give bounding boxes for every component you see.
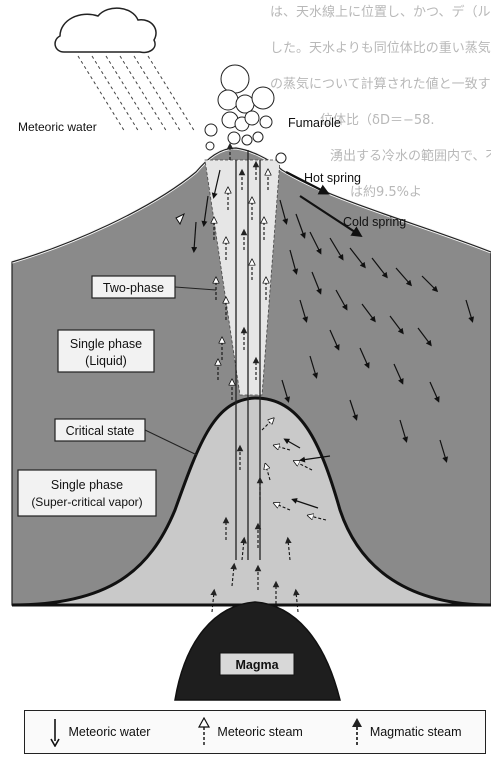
- bg-text-line: の蒸気について計算された値と一致するように: [270, 76, 491, 92]
- label-single-phase-liquid: Single phase: [70, 337, 142, 351]
- label-critical-state: Critical state: [66, 424, 135, 438]
- meteoric-water-arrow-icon: [48, 717, 62, 747]
- legend-item-meteoric-water: Meteoric water: [48, 717, 150, 747]
- label-two-phase: Two-phase: [103, 281, 164, 295]
- label-hot-spring: Hot spring: [304, 171, 361, 185]
- legend-item-magmatic-steam: Magmatic steam: [350, 717, 462, 747]
- single-phase-vapor-box: [18, 470, 156, 516]
- label-cold-spring: Cold spring: [343, 215, 406, 229]
- legend: Meteoric water Meteoric steam Magmatic s…: [24, 710, 486, 754]
- bg-text-line: した。天水よりも同位体比の重い蒸気の: [270, 40, 491, 56]
- label-liquid: (Liquid): [85, 354, 127, 368]
- label-single-phase-vapor: Single phase: [51, 478, 123, 492]
- legend-label-meteoric-water: Meteoric water: [68, 725, 150, 739]
- label-super-critical-vapor: (Super-critical vapor): [31, 495, 142, 509]
- magma-body: [175, 602, 340, 700]
- bg-text-line: は、天水線上に位置し、かつ、デ（ル）に: [270, 4, 491, 20]
- legend-label-magmatic-steam: Magmatic steam: [370, 725, 462, 739]
- magmatic-steam-arrow-icon: [350, 717, 364, 747]
- bg-text-line: 湧出する冷水の範囲内で、不可能ではない。: [330, 148, 491, 164]
- rain-cloud-icon: [55, 8, 195, 132]
- label-fumarole: Fumarole: [288, 116, 341, 130]
- label-meteoric-water: Meteoric water: [18, 120, 97, 134]
- legend-label-meteoric-steam: Meteoric steam: [217, 725, 302, 739]
- legend-item-meteoric-steam: Meteoric steam: [197, 717, 302, 747]
- meteoric-steam-arrow-icon: [197, 717, 211, 747]
- label-magma: Magma: [235, 658, 279, 672]
- bg-text-line: は約9.5%よ: [350, 185, 422, 200]
